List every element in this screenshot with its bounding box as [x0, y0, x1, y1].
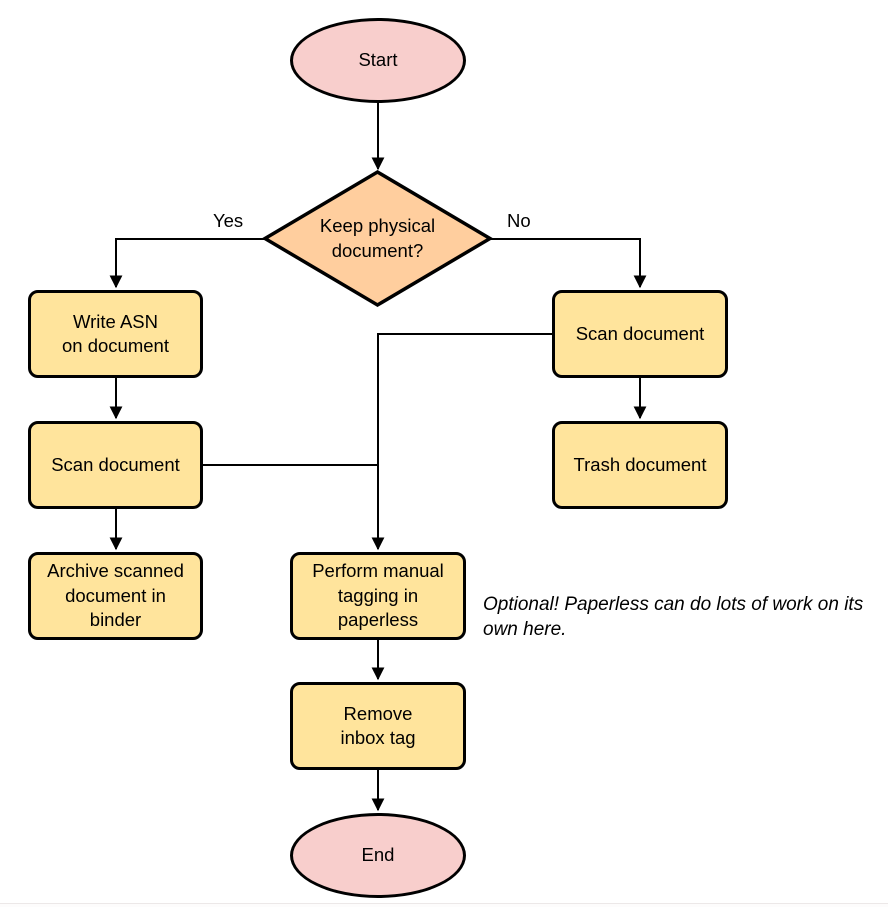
- node-start-label: Start: [358, 49, 398, 71]
- node-manual-tagging-label: Perform manual tagging in paperless: [312, 560, 444, 631]
- edge-scan-right-to-tagging: [371, 333, 552, 551]
- bottom-edge-line: [0, 903, 888, 907]
- node-decision-label: Keep physical document?: [319, 215, 436, 261]
- edge-decision-yes-to-write-asn: [109, 238, 265, 289]
- node-start: Start: [290, 18, 466, 103]
- node-archive-in-binder-label: Archive scanned document in binder: [47, 560, 184, 631]
- node-remove-inbox-tag-label: Remove inbox tag: [340, 702, 416, 748]
- node-scan-document-right: Scan document: [552, 290, 728, 378]
- optional-note: Optional! Paperless can do lots of work …: [483, 594, 864, 640]
- edge-decision-no-to-scan-right: [490, 238, 647, 289]
- node-decision: Keep physical document?: [265, 172, 490, 305]
- node-write-asn: Write ASN on document: [28, 290, 203, 378]
- node-trash-document-label: Trash document: [573, 453, 707, 475]
- node-manual-tagging: Perform manual tagging in paperless: [290, 552, 466, 640]
- node-scan-document-left-label: Scan document: [51, 453, 180, 475]
- edge-label-no: No: [507, 210, 531, 231]
- node-end: End: [290, 813, 466, 898]
- node-archive-in-binder: Archive scanned document in binder: [28, 552, 203, 640]
- edge-label-yes: Yes: [213, 210, 244, 231]
- node-end-label: End: [361, 844, 395, 866]
- node-remove-inbox-tag: Remove inbox tag: [290, 682, 466, 770]
- node-trash-document: Trash document: [552, 421, 728, 509]
- node-write-asn-label: Write ASN on document: [62, 310, 169, 356]
- node-scan-document-right-label: Scan document: [575, 322, 705, 344]
- node-scan-document-left: Scan document: [28, 421, 203, 509]
